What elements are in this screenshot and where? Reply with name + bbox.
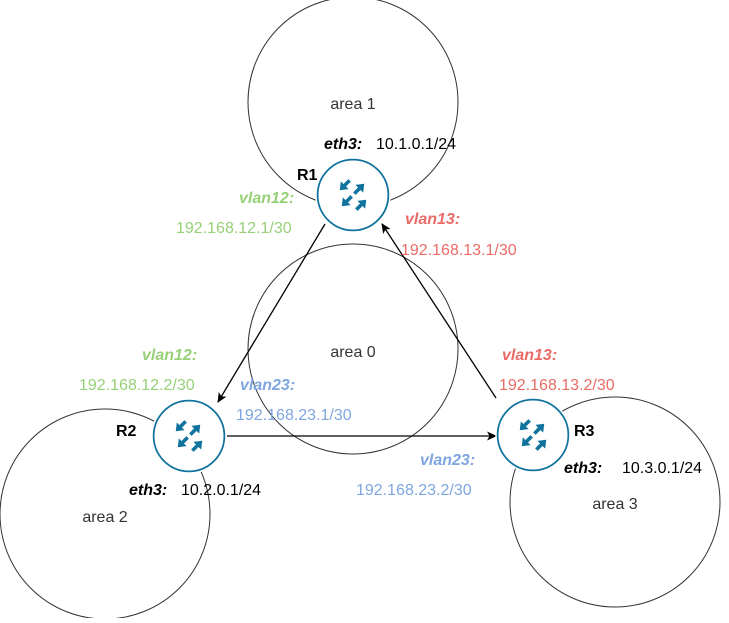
area-2-label: area 2 — [82, 509, 127, 526]
r3-vlan23-addr: 192.168.23.2/30 — [356, 482, 472, 499]
area-1-label: area 1 — [330, 96, 375, 113]
router-r3[interactable] — [495, 397, 571, 473]
area-3-circle — [509, 396, 721, 608]
link-r3-r1-arrow — [381, 223, 497, 399]
r2-eth3-addr: 10.2.0.1/24 — [181, 482, 261, 499]
r2-vlan12-addr: 192.168.12.2/30 — [79, 377, 195, 394]
router-icon — [495, 397, 571, 473]
r2-vlan23-addr: 192.168.23.1/30 — [236, 407, 352, 424]
r3-vlan13-name: vlan13: — [502, 347, 557, 364]
r1-vlan13-name: vlan13: — [405, 211, 460, 228]
r2-vlan12-name: vlan12: — [142, 347, 197, 364]
router-r2-label: R2 — [116, 423, 137, 440]
router-icon — [315, 157, 391, 233]
router-r2[interactable] — [151, 398, 227, 474]
r1-eth3-addr: 10.1.0.1/24 — [376, 136, 456, 153]
r2-vlan23-name: vlan23: — [240, 377, 295, 394]
r3-eth3-addr: 10.3.0.1/24 — [622, 460, 702, 477]
r1-eth3-name: eth3: — [324, 136, 362, 153]
router-r3-label: R3 — [574, 423, 595, 440]
router-r1[interactable] — [315, 157, 391, 233]
r3-eth3-name: eth3: — [564, 460, 602, 477]
r1-vlan12-name: vlan12: — [239, 190, 294, 207]
r3-vlan23-name: vlan23: — [420, 452, 475, 469]
r2-eth3-name: eth3: — [129, 482, 167, 499]
area-3-label: area 3 — [592, 496, 637, 513]
r1-vlan13-addr: 192.168.13.1/30 — [401, 242, 517, 259]
router-r1-label: R1 — [297, 167, 318, 184]
area-0-circle — [247, 243, 459, 455]
r1-vlan12-addr: 192.168.12.1/30 — [176, 220, 292, 237]
r3-vlan13-addr: 192.168.13.2/30 — [499, 377, 615, 394]
router-icon — [151, 398, 227, 474]
area-0-label: area 0 — [330, 344, 375, 361]
link-r1-r2-arrow — [217, 223, 326, 403]
